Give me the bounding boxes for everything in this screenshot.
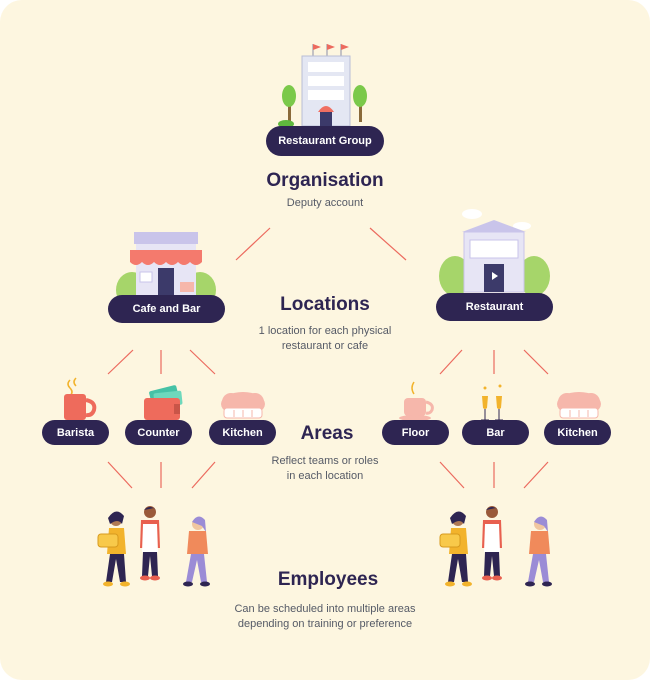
- employees-subtitle-line1: Can be scheduled into multiple areas: [234, 603, 416, 615]
- teacup-icon: [399, 381, 434, 421]
- organisation-subtitle: Deputy account: [286, 197, 364, 209]
- areas-heading: Areas: [300, 423, 354, 444]
- cash-register-icon: [144, 385, 183, 420]
- area-kitchen-node: Kitchen: [209, 420, 276, 445]
- employees-group-icon: [97, 505, 211, 587]
- areas-subtitle-line2: in each location: [286, 470, 364, 482]
- cafe-and-bar-node: Cafe and Bar: [108, 295, 225, 323]
- area-counter-node: Counter: [125, 420, 192, 445]
- restaurant-building-icon: [439, 209, 550, 296]
- areas-subtitle-line1: Reflect teams or roles: [271, 455, 379, 467]
- locations-subtitle-line2: restaurant or cafe: [281, 340, 369, 352]
- chef-hat-icon: [556, 391, 602, 419]
- organisation-heading: Organisation: [266, 170, 384, 191]
- area-bar-node: Bar: [462, 420, 529, 445]
- locations-subtitle-line1: 1 location for each physical: [258, 325, 392, 337]
- area-floor-node: Floor: [382, 420, 449, 445]
- employees-heading: Employees: [277, 569, 379, 590]
- employees-subtitle-line2: depending on training or preference: [237, 618, 413, 630]
- locations-heading: Locations: [280, 294, 370, 315]
- champagne-glasses-icon: [481, 384, 503, 421]
- cafe-storefront-icon: [116, 232, 216, 308]
- chef-hat-icon: [220, 391, 266, 419]
- area-kitchen-node: Kitchen: [544, 420, 611, 445]
- restaurant-group-building-icon: [278, 44, 367, 128]
- coffee-mug-icon: [64, 377, 97, 420]
- employees-group-icon: [439, 505, 553, 587]
- restaurant-group-node: Restaurant Group: [266, 126, 384, 156]
- area-barista-node: Barista: [42, 420, 109, 445]
- restaurant-node: Restaurant: [436, 293, 553, 321]
